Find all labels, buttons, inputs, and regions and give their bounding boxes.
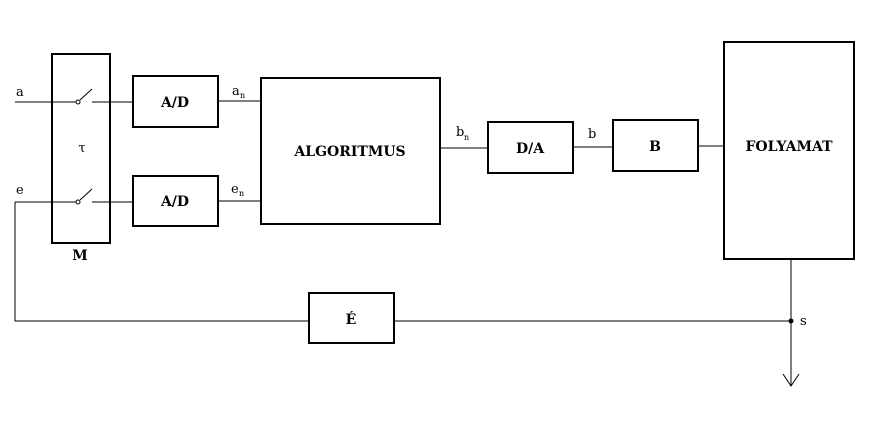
sensor-label: É <box>346 310 357 328</box>
an-label: a <box>232 84 240 99</box>
algorithm-label: ALGORITMUS <box>293 144 405 160</box>
tau-label: τ <box>78 141 85 156</box>
switch-top-contact <box>75 99 81 105</box>
ad-converter-bottom <box>132 175 219 227</box>
multiplexer-block <box>51 53 111 244</box>
b-block <box>612 119 699 172</box>
sensor-block <box>308 292 395 344</box>
process-block <box>723 41 855 260</box>
ad-converter-bottom-label: A/D <box>160 194 189 210</box>
an-subscript: n <box>240 91 245 100</box>
b-block-label: B <box>649 139 661 155</box>
ad-converter-top-label: A/D <box>160 95 189 111</box>
switch-bottom-contact <box>75 199 81 205</box>
multiplexer-label: M <box>72 248 88 264</box>
output-arrow-head <box>782 373 800 387</box>
switch-bottom-blade <box>79 188 93 201</box>
output-s-label: s <box>800 314 807 329</box>
algorithm-block <box>260 77 441 225</box>
switch-top-blade <box>79 88 93 101</box>
input-a-label: a <box>16 85 24 100</box>
da-converter-label: D/A <box>516 141 545 157</box>
input-e-label: e <box>16 183 24 198</box>
bn-subscript: n <box>464 133 469 142</box>
en-label: e <box>231 182 239 197</box>
b-signal-label: b <box>588 127 596 142</box>
process-label: FOLYAMAT <box>745 139 833 155</box>
en-subscript: n <box>239 189 244 198</box>
feedback-left-line <box>14 202 309 322</box>
bn-label: b <box>456 125 464 140</box>
